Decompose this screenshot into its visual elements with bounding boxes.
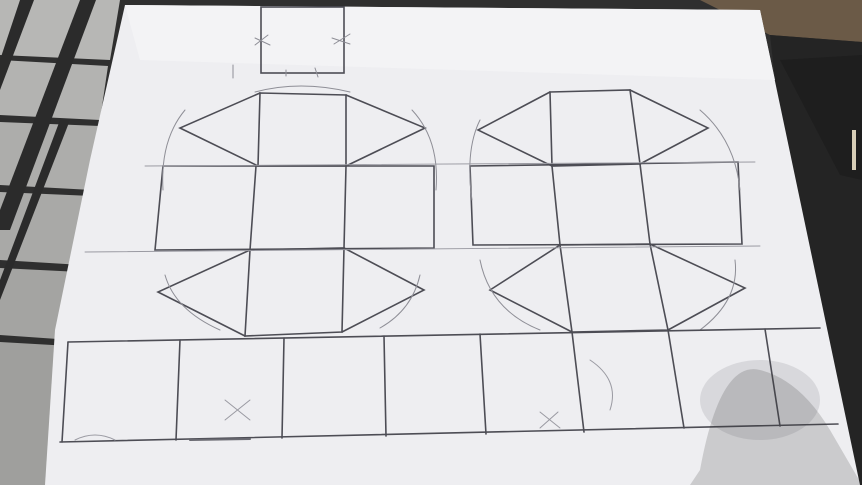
pencil-drawing <box>59 6 839 443</box>
bottom-strip <box>59 327 839 443</box>
left-net <box>154 85 437 337</box>
hand-shadow <box>690 369 862 485</box>
top-square <box>232 6 351 79</box>
right-net <box>469 89 747 333</box>
paper-sheet <box>45 5 860 485</box>
